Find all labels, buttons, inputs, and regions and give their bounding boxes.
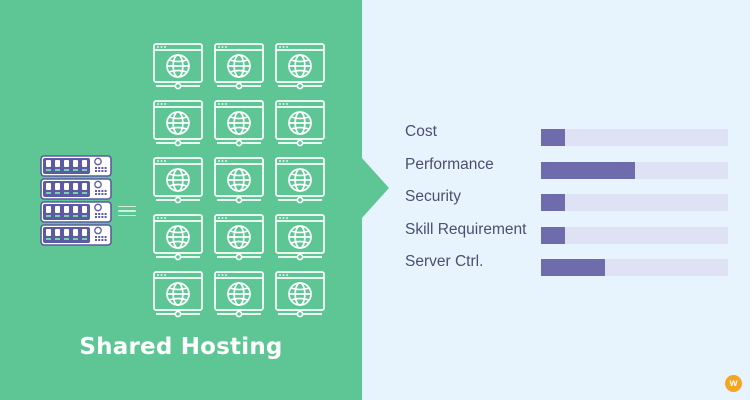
metric-bar-track	[541, 194, 728, 211]
metric-bar-fill	[541, 194, 566, 211]
website-icon	[275, 157, 325, 204]
hosting-title: Shared Hosting	[79, 334, 283, 360]
website-icon	[214, 271, 264, 318]
server-rack-icon	[40, 155, 112, 252]
website-icon	[153, 271, 203, 318]
website-icon	[214, 43, 264, 90]
website-icon	[153, 43, 203, 90]
website-icon	[153, 157, 203, 204]
websites-grid	[150, 40, 328, 322]
metric-label: Security	[405, 188, 461, 205]
metric-label: Skill Requirement	[405, 220, 527, 238]
website-icon	[275, 271, 325, 318]
metric-bar-fill	[541, 226, 566, 244]
website-icon	[275, 100, 325, 147]
metric-label: Performance	[405, 155, 494, 173]
server-unit	[40, 178, 112, 200]
metric-label: Cost	[405, 123, 437, 140]
metric-bar-fill	[541, 259, 605, 276]
panel-pointer-arrow	[361, 157, 389, 219]
metric-bar-fill	[541, 161, 635, 179]
server-unit	[40, 201, 112, 223]
metric-bar-track	[541, 226, 728, 244]
server-unit	[40, 155, 112, 177]
website-icon	[153, 214, 203, 261]
website-icon	[214, 214, 264, 261]
w-logo-icon: w	[725, 375, 742, 392]
metric-bar-track	[541, 259, 728, 276]
connection-lines	[118, 206, 136, 219]
metric-bar-track	[541, 129, 728, 146]
website-icon	[275, 214, 325, 261]
website-icon	[214, 100, 264, 147]
website-icon	[275, 43, 325, 90]
metric-bar-fill	[541, 129, 566, 146]
website-icon	[153, 100, 203, 147]
metric-label: Server Ctrl.	[405, 253, 484, 270]
server-unit	[40, 224, 112, 246]
metric-bar-track	[541, 161, 728, 179]
website-icon	[214, 157, 264, 204]
